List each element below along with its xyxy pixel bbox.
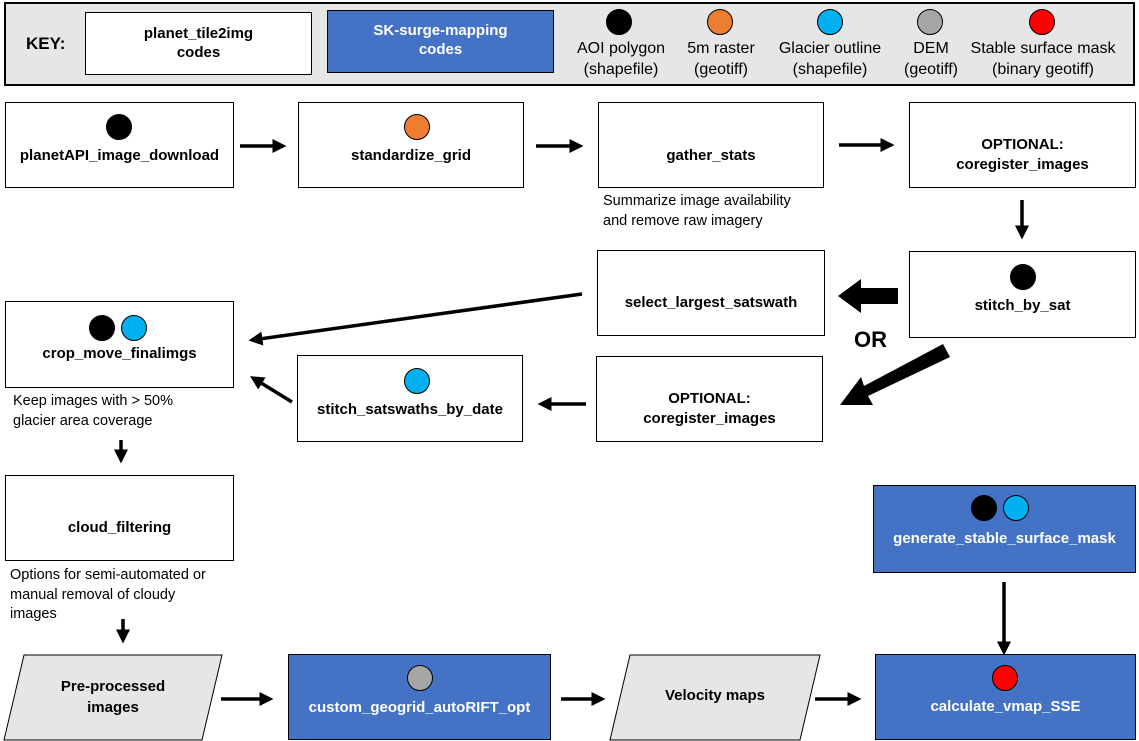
- coreg2-line2: coregister_images: [643, 410, 776, 427]
- key-dem-label: DEM(geotiff): [904, 40, 958, 78]
- custom-geogrid-label: custom_geogrid_autoRIFT_opt: [308, 699, 531, 716]
- generate-stable-surface-mask-label: generate_stable_surface_mask: [893, 530, 1116, 547]
- raster-dot-icon: [404, 114, 430, 140]
- arrow-stitch-date-to-crop: [250, 376, 293, 404]
- stable-surface-mask-dot-icon: [1029, 9, 1055, 35]
- cloud-filtering-box: cloud_filtering: [5, 475, 234, 561]
- pre-processed-images-parallelogram: [3, 654, 223, 741]
- key-glacier-label: Glacier outline(shapefile): [778, 40, 882, 78]
- dem-dot-icon: [917, 9, 943, 35]
- dem-dot-icon: [407, 665, 433, 691]
- aoi-polygon-dot-icon: [971, 495, 997, 521]
- calculate-vmap-SSE-box: calculate_vmap_SSE: [875, 654, 1136, 740]
- thick-arrow-stitch-by-sat-to-select-largest: [838, 279, 898, 313]
- aoi-polygon-dot-icon: [106, 114, 132, 140]
- generate-stable-surface-mask-box: generate_stable_surface_mask: [873, 485, 1136, 573]
- crop-move-finalimgs-note: Keep images with > 50%glacier area cover…: [13, 393, 173, 429]
- glacier-outline-dot-icon: [404, 368, 430, 394]
- key-legend: KEY: planet_tile2img codes SK-surge-mapp…: [4, 2, 1135, 86]
- standardize-grid-label: standardize_grid: [350, 147, 472, 164]
- select-largest-satswath-box: select_largest_satswath: [597, 250, 825, 336]
- aoi-polygon-dot-icon: [606, 9, 632, 35]
- coreg1-line1: OPTIONAL:: [981, 136, 1064, 153]
- key-planet-codes-line2: codes: [176, 44, 221, 61]
- glacier-outline-dot-icon: [1003, 495, 1029, 521]
- gather-stats-label: gather_stats: [666, 147, 756, 164]
- optional-coregister-images-box-2: OPTIONAL: coregister_images: [596, 356, 823, 442]
- custom-geogrid-autoRIFT-opt-box: custom_geogrid_autoRIFT_opt: [288, 654, 551, 740]
- stable-surface-mask-dot-icon: [992, 665, 1018, 691]
- cloud-filtering-label: cloud_filtering: [67, 519, 172, 536]
- optional-coregister-images-box-1: OPTIONAL: coregister_images: [909, 102, 1136, 188]
- aoi-polygon-dot-icon: [1010, 264, 1036, 290]
- coreg2-line1: OPTIONAL:: [668, 390, 751, 407]
- calculate-vmap-SSE-label: calculate_vmap_SSE: [930, 698, 1081, 715]
- glacier-outline-dot-icon: [817, 9, 843, 35]
- standardize-grid-box: standardize_grid: [298, 102, 524, 188]
- coreg1-line2: coregister_images: [956, 156, 1089, 173]
- key-planet-codes-box: planet_tile2img codes: [85, 12, 312, 75]
- key-surge-codes-line2: codes: [418, 41, 463, 58]
- planetAPI-image-download-box: planetAPI_image_download: [5, 102, 234, 188]
- aoi-polygon-dot-icon: [89, 315, 115, 341]
- key-aoi-label: AOI polygon(shapefile): [576, 40, 666, 78]
- or-label: OR: [854, 327, 887, 352]
- stitch-satswaths-by-date-label: stitch_satswaths_by_date: [317, 401, 503, 418]
- arrow-select-largest-to-crop: [248, 292, 583, 346]
- gather-stats-box: gather_stats: [598, 102, 824, 188]
- key-surge-codes-box: SK-surge-mapping codes: [327, 10, 554, 73]
- key-surge-codes-line1: SK-surge-mapping: [373, 22, 508, 39]
- velocity-maps-parallelogram: [609, 654, 821, 741]
- crop-move-finalimgs-label: crop_move_finalimgs: [42, 345, 197, 362]
- raster-dot-icon: [707, 9, 733, 35]
- thick-arrow-stitch-by-sat-to-coreg2: [840, 344, 950, 405]
- stitch-by-sat-label: stitch_by_sat: [974, 297, 1071, 314]
- glacier-outline-dot-icon: [121, 315, 147, 341]
- stitch-by-sat-box: stitch_by_sat: [909, 251, 1136, 338]
- key-stable-mask-label: Stable surface mask(binary geotiff): [970, 40, 1116, 78]
- planetAPI-label: planetAPI_image_download: [19, 147, 220, 164]
- key-planet-codes-line1: planet_tile2img: [143, 25, 254, 42]
- key-title: KEY:: [26, 34, 66, 53]
- key-raster-label: 5m raster(geotiff): [687, 40, 755, 78]
- crop-move-finalimgs-box: crop_move_finalimgs: [5, 301, 234, 388]
- velocity-maps-label: Velocity maps: [664, 687, 766, 704]
- stitch-satswaths-by-date-box: stitch_satswaths_by_date: [297, 355, 523, 442]
- select-largest-satswath-label: select_largest_satswath: [624, 294, 798, 311]
